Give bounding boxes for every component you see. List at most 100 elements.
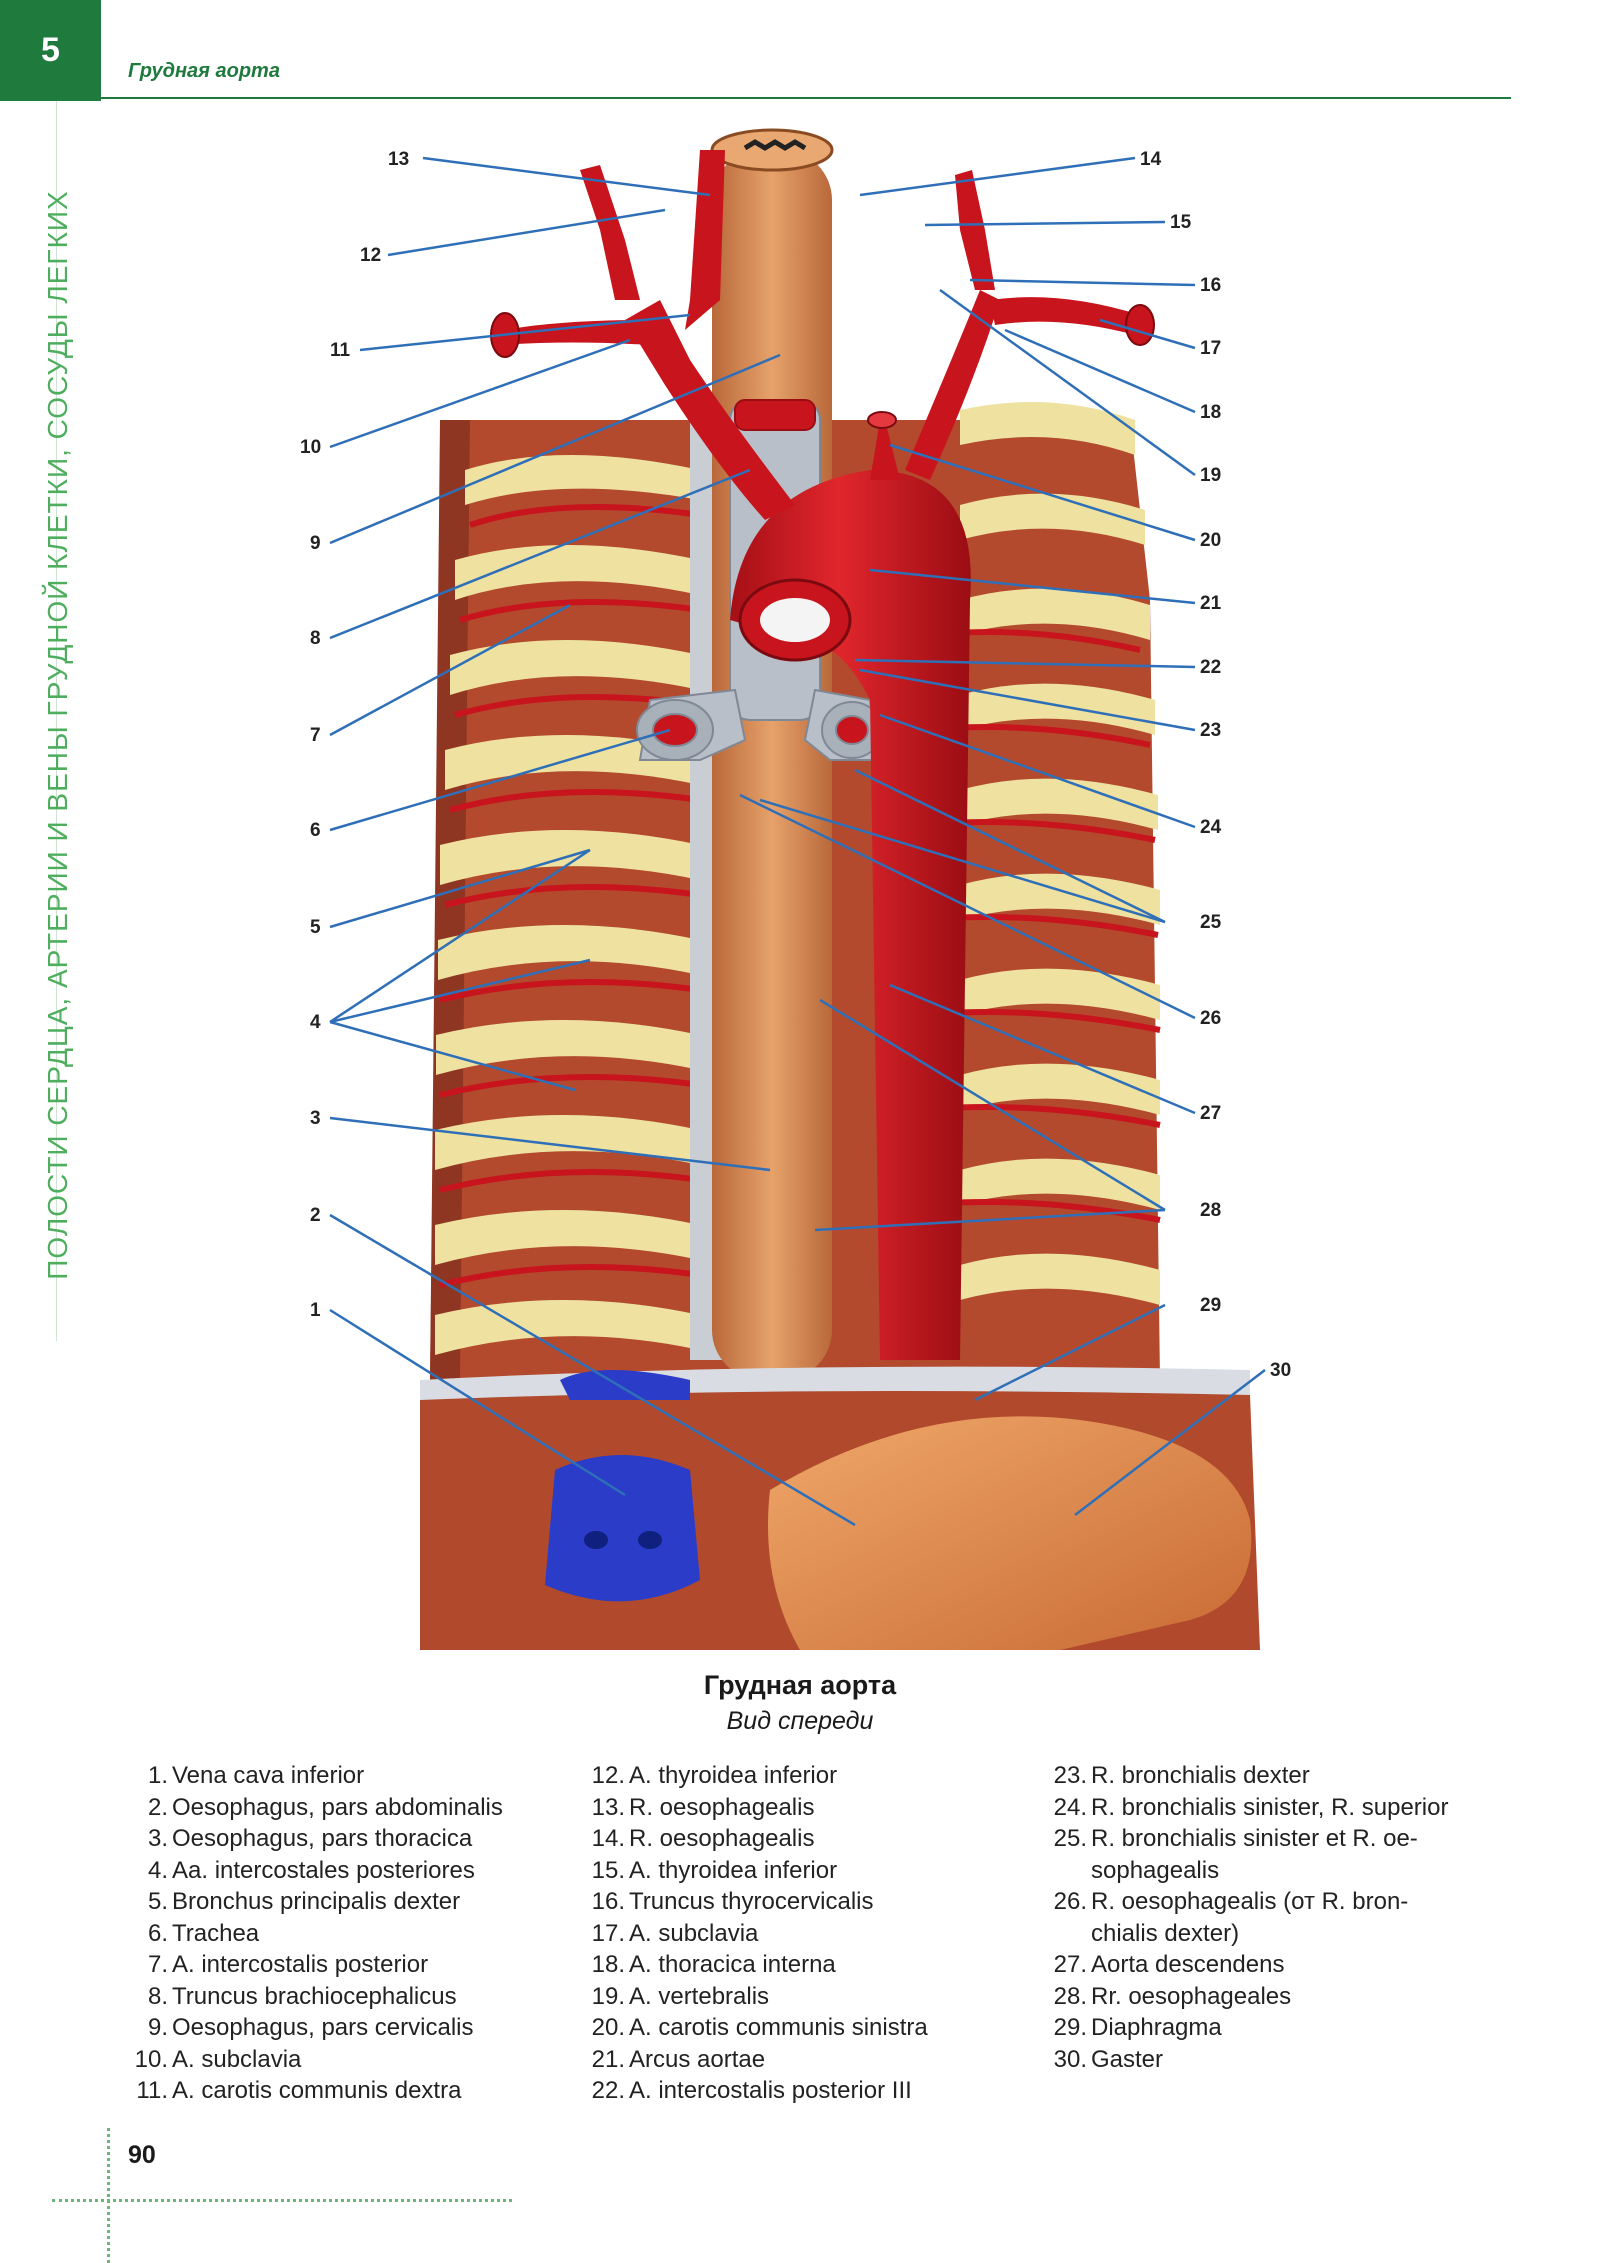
legend-item: 17.A. subclavia [585,1918,1025,1950]
legend-text: A. thyroidea inferior [629,1856,838,1884]
legend-item: 26.R. oesophagealis (от R. bron- [1047,1886,1517,1918]
legend-item: 22.A. intercostalis posterior III [585,2075,1025,2107]
legend-number: 6. [147,1919,168,1947]
legend-text: A. carotis communis sinistra [629,2014,928,2041]
figure-labels-right: 14 15 16 17 18 19 20 21 22 23 24 25 26 2… [1140,149,1291,1381]
anatomical-illustration: 13 12 11 10 9 8 7 6 5 4 3 2 1 14 15 16 1… [300,128,1291,1650]
legend-item: 10.A. subclavia [128,2044,568,2076]
legend-text: Truncus brachiocephalicus [172,1982,457,2010]
label-30: 30 [1270,1360,1291,1381]
footer-dotted-rule-vertical [107,2128,110,2263]
legend-number: 30. [1053,2045,1087,2073]
legend-number: 15. [591,1856,625,1884]
label-19: 19 [1200,465,1221,486]
legend-text: A. thoracica interna [629,1951,836,1978]
legend-number: 19. [591,1982,625,2010]
legend-text: Bronchus principalis dexter [172,1888,461,1915]
legend-column-1: 1.Vena cava inferior 2.Oesophagus, pars … [128,1760,568,2107]
label-12: 12 [360,245,381,266]
legend-item: 16.Truncus thyrocervicalis [585,1886,1025,1918]
legend-number: 22. [591,2077,625,2104]
legend-number: 24. [1053,1793,1087,1821]
page-number: 90 [128,2141,156,2169]
legend-item: 24.R. bronchialis sinister, R. superior [1047,1792,1517,1824]
legend-text: A. carotis communis dextra [172,2077,462,2104]
chapter-number-tab: 5 [0,0,101,101]
legend-item: 23.R. bronchialis dexter [1047,1760,1517,1792]
legend-number: 11. [136,2077,168,2104]
label-11: 11 [330,340,351,361]
legend-item: 3.Oesophagus, pars thoracica [128,1823,568,1855]
legend-text: A. intercostalis posterior [172,1951,429,1978]
legend-text: Vena cava inferior [172,1762,365,1789]
legend-item: 4.Aa. intercostales posteriores [128,1855,568,1887]
label-15: 15 [1170,212,1192,233]
legend-item: 19.A. vertebralis [585,1981,1025,2013]
legend-text: A. subclavia [629,1919,759,1947]
legend-text: Gaster [1091,2045,1164,2073]
legend-number: 18. [591,1951,625,1978]
legend-number: 12. [591,1762,625,1789]
legend-text: Rr. oesophageales [1091,1982,1292,2010]
legend-text: Oesophagus, pars thoracica [172,1825,473,1852]
legend-text: R. bronchialis sinister et R. oe- [1091,1825,1418,1852]
legend-text: A. intercostalis posterior III [629,2077,912,2104]
legend-text: Diaphragma [1091,2014,1222,2041]
legend-number: 28. [1053,1982,1087,2010]
legend-number: 8. [147,1982,168,2010]
legend-text: R. oesophagealis [629,1793,815,1821]
legend-item: 18.A. thoracica interna [585,1949,1025,1981]
figure-caption-title: Грудная аорта [703,1670,897,1700]
label-27: 27 [1200,1103,1221,1124]
legend-item: 29.Diaphragma [1047,2012,1517,2044]
legend-number: 2. [147,1793,168,1821]
label-16: 16 [1200,275,1221,296]
label-7: 7 [310,725,321,746]
legend-number: 26. [1053,1888,1087,1915]
legend-text: R. oesophagealis [629,1825,815,1852]
legend-text: Aa. intercostales posteriores [172,1856,475,1884]
legend-number: 4. [147,1856,168,1884]
header-rule [101,97,1511,99]
label-13: 13 [388,149,409,170]
figure-labels-left: 13 12 11 10 9 8 7 6 5 4 3 2 1 [300,149,409,1321]
legend-text: Aorta descendens [1091,1951,1285,1978]
label-20: 20 [1200,530,1221,551]
stomach [768,1416,1252,1650]
label-9: 9 [310,533,321,554]
label-5: 5 [310,917,321,938]
label-3: 3 [310,1108,321,1129]
legend-item-continuation: chialis dexter) [1047,1918,1517,1950]
aorta [490,150,1155,1360]
legend-item: 7.A. intercostalis posterior [128,1949,568,1981]
legend-item: 8.Truncus brachiocephalicus [128,1981,568,2013]
legend-number: 13. [591,1793,625,1821]
legend-item: 25.R. bronchialis sinister et R. oe- [1047,1823,1517,1855]
legend-text: chialis dexter) [1091,1919,1240,1947]
side-rule [56,101,57,1341]
label-21: 21 [1200,593,1222,614]
leader-lines [329,156,1266,1527]
legend-number: 20. [591,2014,625,2041]
label-22: 22 [1200,657,1221,678]
label-29: 29 [1200,1295,1221,1316]
legend-text: Oesophagus, pars cervicalis [172,2014,474,2041]
legend-number: 7. [147,1951,168,1978]
legend-item: 20.A. carotis communis sinistra [585,2012,1025,2044]
legend-text: A. subclavia [172,2045,302,2073]
vena-cava-inferior [545,1370,700,1602]
legend-text: A. vertebralis [629,1982,770,2010]
legend-item: 5.Bronchus principalis dexter [128,1886,568,1918]
legend-item-continuation: sophagealis [1047,1855,1517,1887]
legend-number: 23. [1053,1762,1087,1789]
legend-text: R. bronchialis sinister, R. superior [1091,1793,1449,1821]
legend-number: 1. [147,1762,168,1789]
legend-number: 25. [1053,1825,1087,1852]
label-8: 8 [310,628,321,649]
label-14: 14 [1140,149,1162,170]
legend-item: 2.Oesophagus, pars abdominalis [128,1792,568,1824]
legend-number: 17. [591,1919,625,1947]
legend-item: 6.Trachea [128,1918,568,1950]
label-23: 23 [1200,720,1221,741]
esophagus [710,128,834,1380]
